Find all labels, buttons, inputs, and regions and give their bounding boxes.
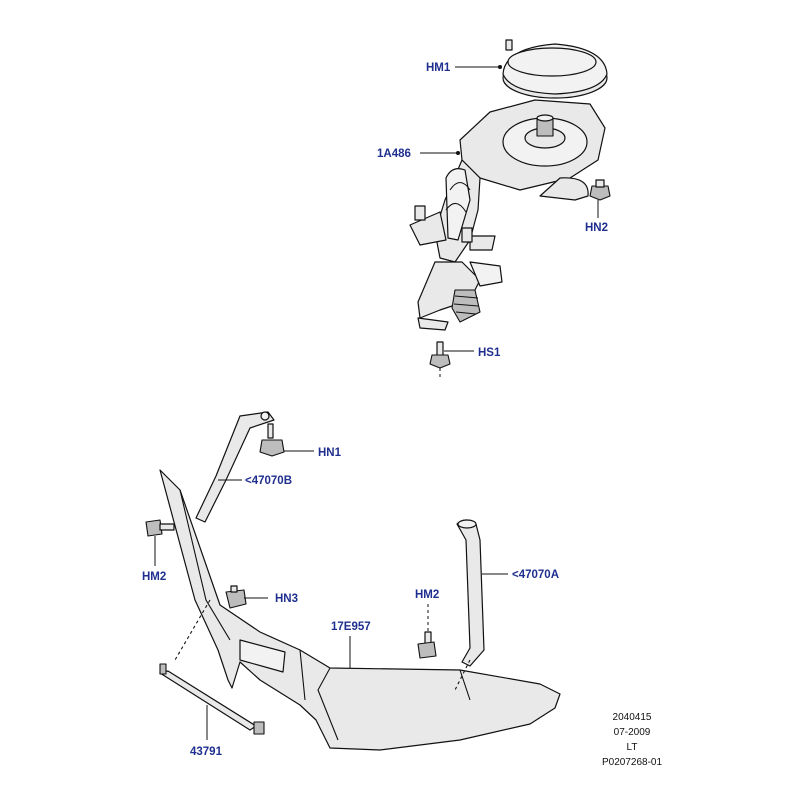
clip-nut-hn3[interactable] bbox=[225, 585, 247, 609]
callout-43791[interactable]: 43791 bbox=[190, 746, 223, 758]
ref-line-2: 07-2009 bbox=[614, 727, 651, 738]
bolt-hm2-left[interactable] bbox=[145, 519, 175, 537]
callout-hn3[interactable]: HN3 bbox=[275, 593, 298, 605]
strap-47070a[interactable] bbox=[454, 519, 485, 691]
bolt-hm2-right[interactable] bbox=[417, 631, 437, 659]
callout-47070b[interactable]: <47070B bbox=[245, 475, 292, 487]
callout-17e957[interactable]: 17E957 bbox=[331, 621, 371, 633]
strap-47070b[interactable] bbox=[195, 411, 275, 523]
callout-hn1[interactable]: HN1 bbox=[318, 447, 342, 459]
callout-47070a[interactable]: <47070A bbox=[512, 569, 559, 581]
ref-line-4: P0207268-01 bbox=[602, 757, 662, 768]
callout-hm1[interactable]: HM1 bbox=[426, 62, 451, 74]
nut-hn2[interactable] bbox=[589, 179, 611, 201]
callout-hm2-left[interactable]: HM2 bbox=[142, 571, 166, 583]
leader-1a486 bbox=[420, 151, 460, 155]
callout-hn2[interactable]: HN2 bbox=[585, 222, 608, 234]
callout-hm2-right[interactable]: HM2 bbox=[415, 589, 439, 601]
tray-17e957[interactable] bbox=[159, 469, 561, 751]
rod-43791[interactable] bbox=[159, 599, 265, 735]
spare-wheel-carrier-1a486[interactable] bbox=[409, 99, 606, 331]
nut-hn1[interactable] bbox=[259, 423, 285, 457]
ref-line-1: 2040415 bbox=[613, 712, 652, 723]
cover-cap-hm1[interactable] bbox=[502, 39, 608, 99]
leader-hm1 bbox=[455, 65, 502, 69]
bolt-hs1[interactable] bbox=[429, 341, 451, 369]
ref-line-3: LT bbox=[627, 742, 638, 753]
callout-1a486[interactable]: 1A486 bbox=[377, 148, 411, 160]
callout-hs1[interactable]: HS1 bbox=[478, 347, 501, 359]
